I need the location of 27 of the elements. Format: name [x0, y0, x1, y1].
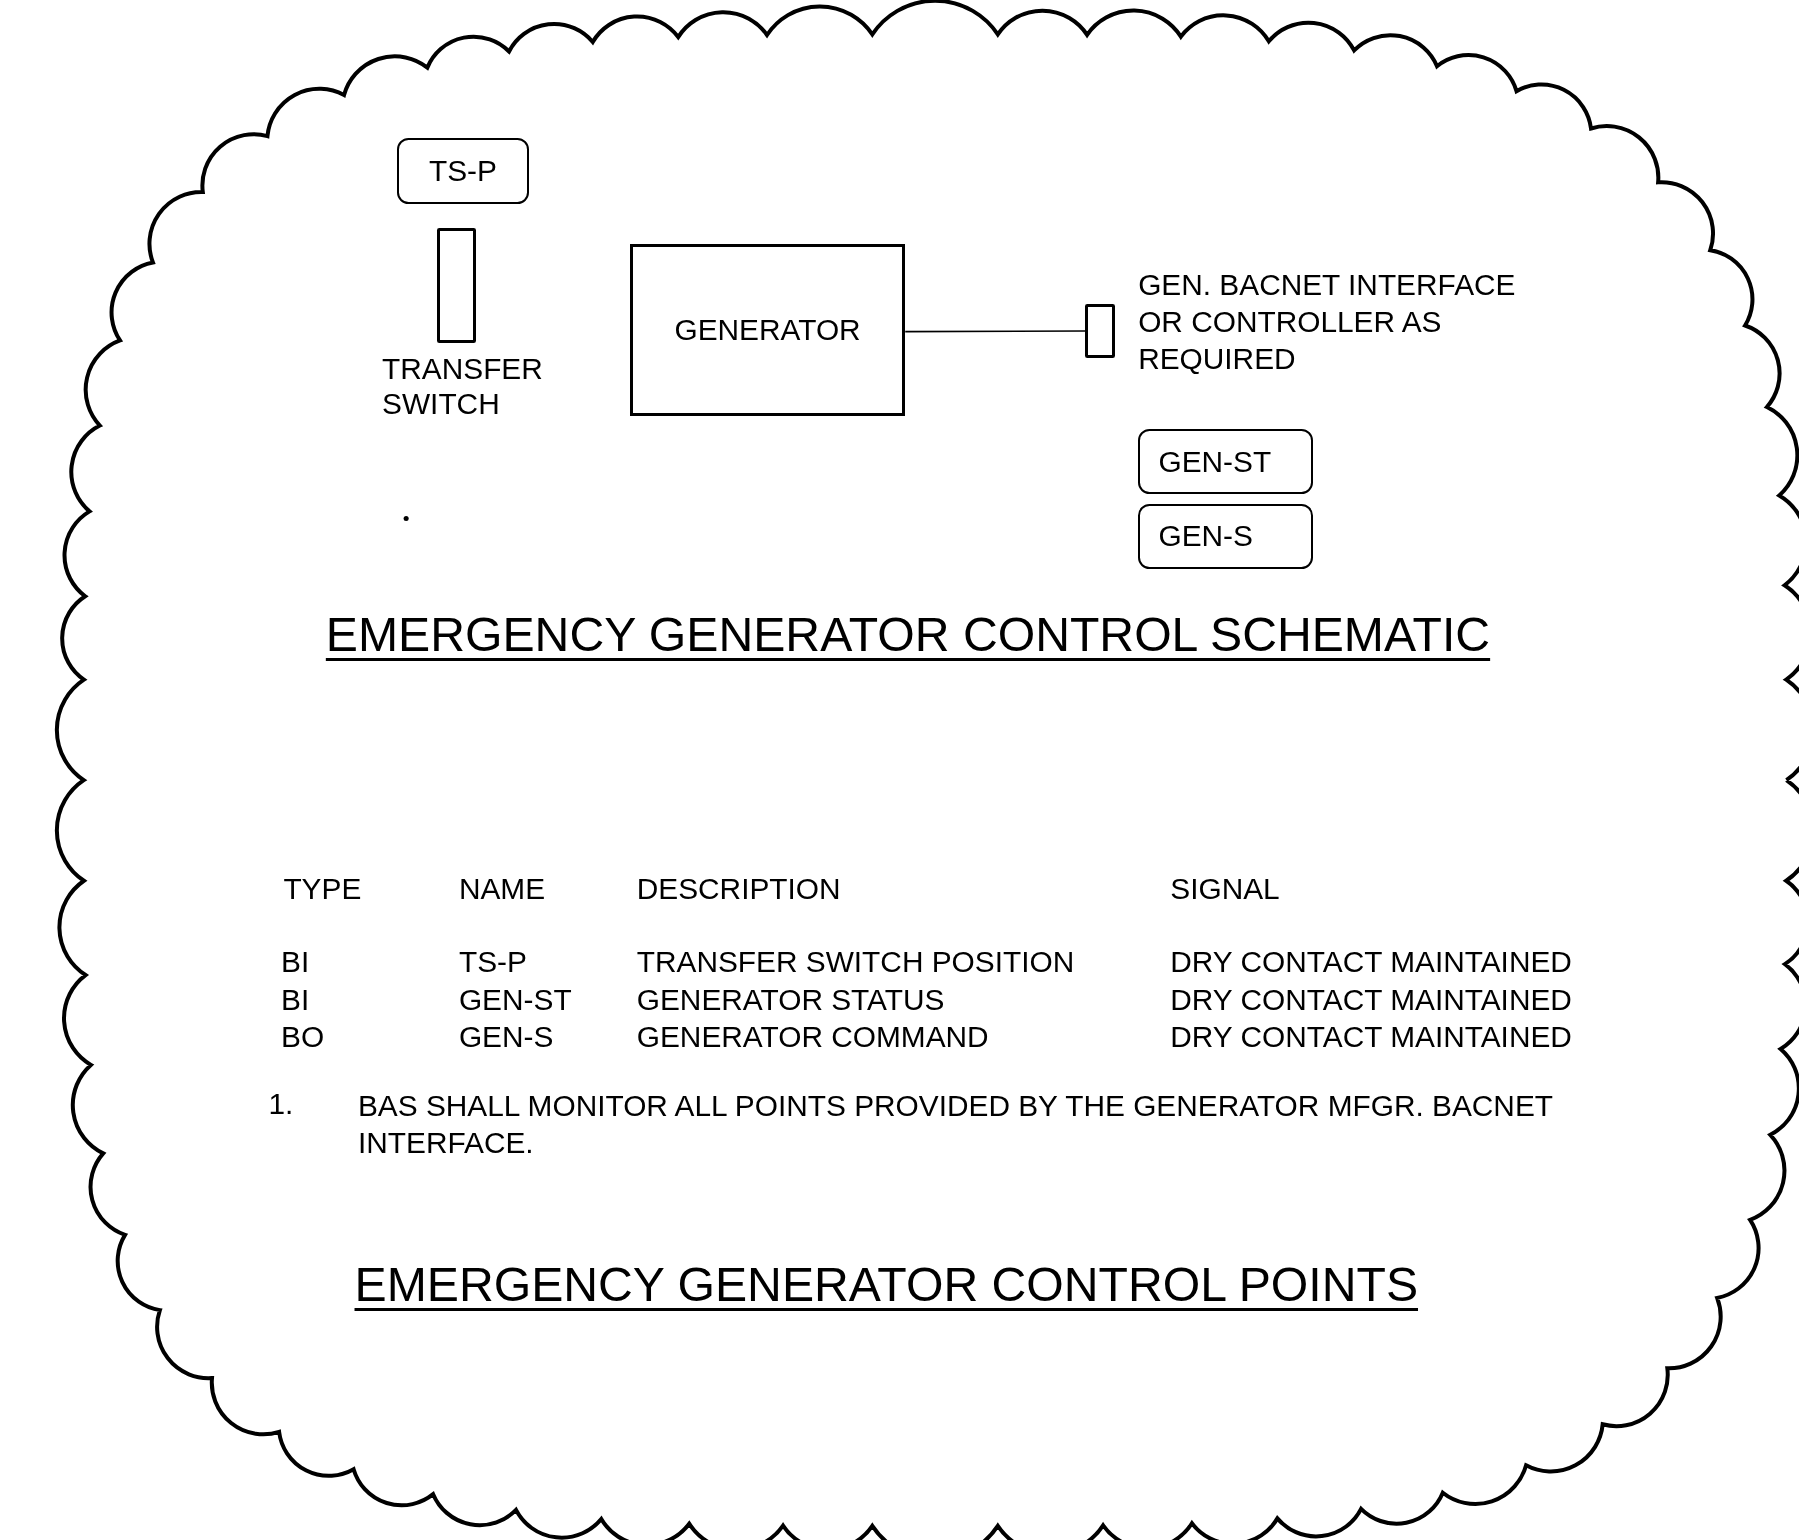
table-cell: TS-P	[458, 945, 527, 980]
table-cell: DRY CONTACT MAINTAINED	[1170, 945, 1572, 980]
table-cell: GENERATOR COMMAND	[636, 1019, 989, 1054]
column-header: NAME	[458, 871, 546, 906]
column-header: TYPE	[283, 871, 362, 906]
table-cell: GEN-ST	[458, 983, 572, 1018]
table-cell: BI	[281, 983, 310, 1018]
connector-line	[904, 330, 1087, 333]
generator-box: GENERATOR	[629, 244, 906, 417]
interface-label: GEN. BACNET INTERFACE OR CONTROLLER AS REQUIRED	[1138, 267, 1517, 377]
point-tag: TS-P	[396, 137, 529, 205]
table-cell: GENERATOR STATUS	[636, 983, 945, 1018]
point-tag: GEN-ST	[1138, 429, 1313, 495]
table-cell: TRANSFER SWITCH POSITION	[636, 945, 1075, 980]
table-cell: GEN-S	[458, 1019, 554, 1054]
column-header: SIGNAL	[1170, 871, 1280, 906]
point-tag: GEN-S	[1138, 503, 1313, 570]
table-cell: BO	[281, 1019, 325, 1054]
note-number: 1.	[268, 1086, 294, 1121]
table-cell: BI	[281, 945, 310, 980]
table-cell: DRY CONTACT MAINTAINED	[1170, 1019, 1572, 1054]
table-cell: DRY CONTACT MAINTAINED	[1170, 983, 1572, 1018]
column-header: DESCRIPTION	[636, 871, 841, 906]
points-heading: EMERGENCY GENERATOR CONTROL POINTS	[354, 1256, 1418, 1313]
switch-label: TRANSFER SWITCH	[382, 352, 543, 422]
schematic-heading: EMERGENCY GENERATOR CONTROL SCHEMATIC	[325, 605, 1491, 662]
note-text: BAS SHALL MONITOR ALL POINTS PROVIDED BY THE GENERATOR MFGR. BACNET INTERFACE.	[357, 1087, 1554, 1162]
